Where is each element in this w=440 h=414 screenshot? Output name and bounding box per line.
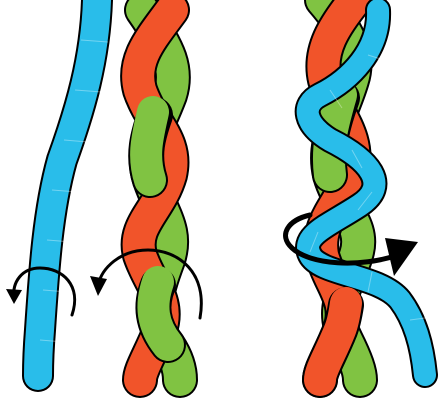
diagram-canvas — [0, 0, 440, 414]
rope-twist-diagram — [0, 0, 440, 414]
